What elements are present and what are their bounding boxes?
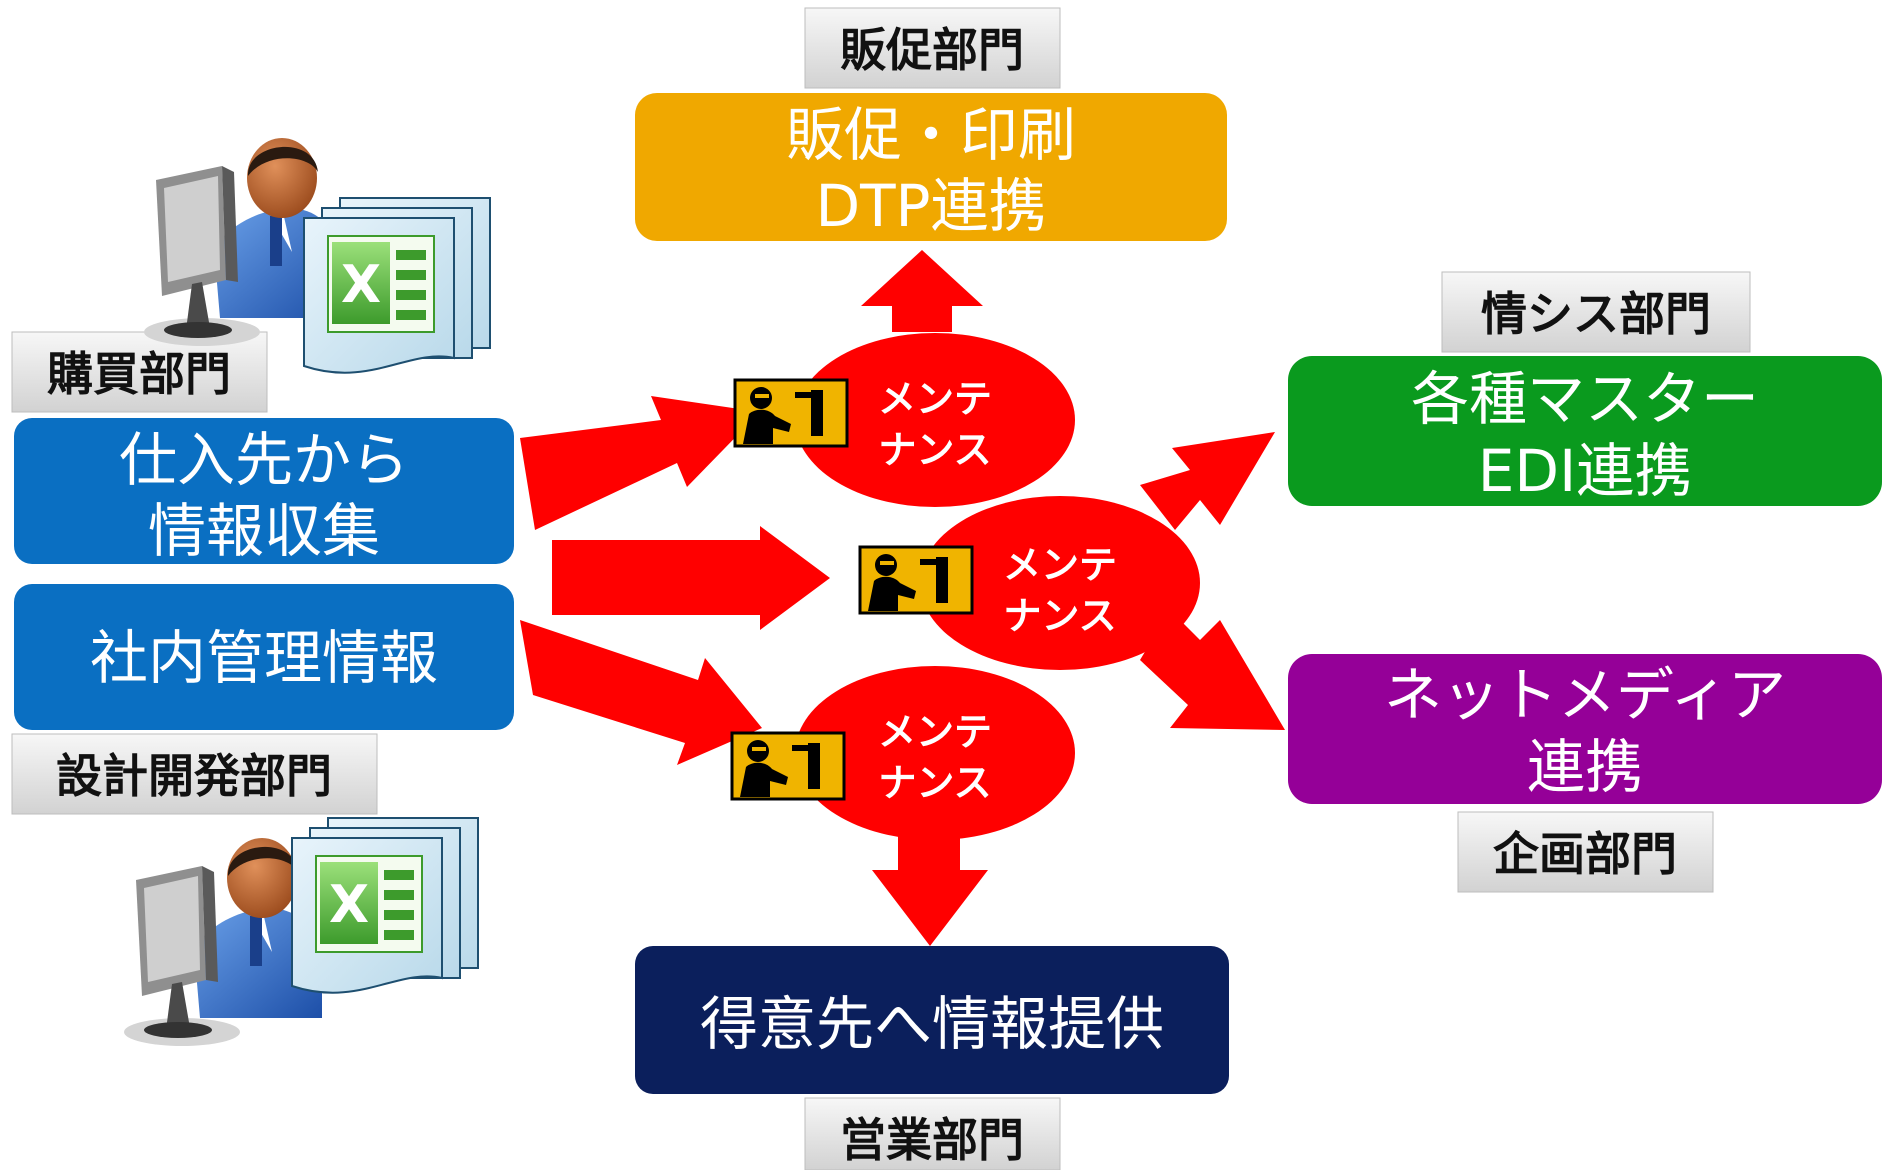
master-edi-line2: EDI連携 [1478,437,1692,505]
arrow-down-to-customer [872,820,988,946]
master-edi-line1: 各種マスター [1411,365,1759,433]
print-dtp-line1: 販促・印刷 [786,101,1076,169]
net-media-box: ネットメディア 連携 [1288,654,1882,804]
dept-tag-planning: 企画部門 [1457,811,1714,893]
master-edi-box: 各種マスター EDI連携 [1288,356,1882,506]
maintenance-node-lower: メンテ ナンス [795,666,1075,840]
dept-tag-purchasing: 購買部門 [11,331,268,413]
customer-info-line1: 得意先へ情報提供 [700,990,1164,1058]
maintenance-label-line1: メンテ [878,710,992,754]
net-media-line1: ネットメディア [1384,661,1786,729]
maintenance-label-line2: ナンス [878,428,991,472]
maintenance-node-middle: メンテ ナンス [920,496,1200,670]
supplier-info-line2: 情報収集 [148,497,380,565]
arrow-supplier-to-upper [520,396,760,530]
dept-label: 企画部門 [1493,827,1677,881]
arrow-to-net-media [1140,610,1285,730]
supplier-info-box: 仕入先から 情報収集 [14,418,514,565]
dept-label: 情シス部門 [1481,287,1711,341]
dept-tag-sales-promo: 販促部門 [804,7,1061,89]
customer-info-box: 得意先へ情報提供 [635,946,1229,1094]
net-media-line2: 連携 [1527,733,1643,801]
print-dtp-line2: DTP連携 [815,172,1046,240]
dept-tag-design-dev: 設計開発部門 [11,733,378,815]
spreadsheet-file-icon [303,197,491,374]
maintenance-worker-icon [858,545,974,615]
arrow-up-to-print [861,250,983,332]
maintenance-worker-icon [730,731,846,801]
maintenance-label-line2: ナンス [878,761,991,805]
arrow-internal-to-lower [520,620,762,765]
supplier-info-line1: 仕入先から [119,426,409,494]
dept-label: 営業部門 [840,1113,1024,1167]
maintenance-label-line1: メンテ [1003,543,1117,587]
arrow-to-master [1140,432,1275,530]
dept-tag-info-sys: 情シス部門 [1441,271,1751,353]
internal-info-line1: 社内管理情報 [90,624,438,692]
spreadsheet-file-icon [291,817,479,994]
print-dtp-box: 販促・印刷 DTP連携 [635,93,1227,241]
dept-label: 購買部門 [47,347,231,401]
arrow-to-middle [552,526,830,630]
dept-label: 設計開発部門 [56,749,332,803]
maintenance-label-line1: メンテ [878,377,992,421]
maintenance-label-line2: ナンス [1003,594,1116,638]
maintenance-worker-icon [733,378,849,448]
internal-info-box: 社内管理情報 [14,584,514,730]
maintenance-node-upper: メンテ ナンス [795,333,1075,507]
dept-label: 販促部門 [840,23,1024,77]
dept-tag-sales: 営業部門 [804,1097,1061,1170]
